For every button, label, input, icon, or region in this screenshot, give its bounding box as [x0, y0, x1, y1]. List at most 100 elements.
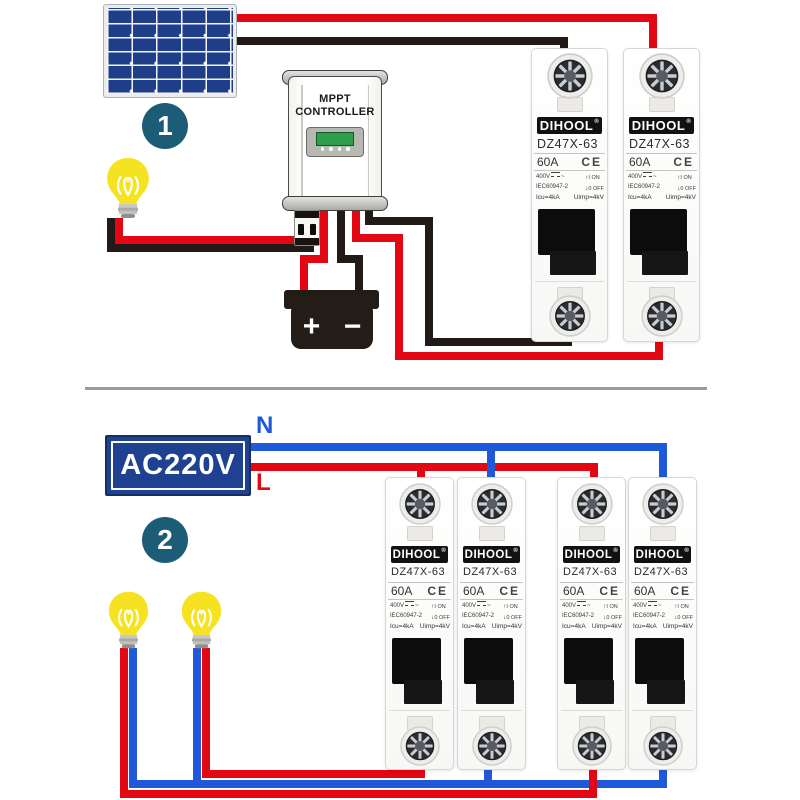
- body-seam: [627, 281, 696, 282]
- lcd-screen: [316, 132, 354, 146]
- light-bulb-icon: [107, 590, 150, 650]
- wire-segment: [659, 443, 667, 477]
- terminal-screw-top-icon: [638, 53, 685, 99]
- body-seam: [632, 710, 693, 711]
- label-divider: [534, 170, 605, 171]
- terminal-screw-top-icon: [398, 483, 441, 525]
- wire-segment: [365, 204, 373, 225]
- dc-symbol-icon: [551, 172, 561, 178]
- terminal-screw-bottom-icon: [399, 726, 440, 766]
- breaker-toggle[interactable]: [392, 638, 444, 704]
- arrow-up-icon: ↑: [674, 603, 678, 610]
- wire-segment: [417, 463, 425, 477]
- body-seam: [535, 281, 604, 282]
- breaker-toggle[interactable]: [564, 638, 616, 704]
- breaker-toggle[interactable]: [464, 638, 516, 704]
- wire-segment: [129, 648, 137, 788]
- terminal-clamp-top: [648, 97, 675, 112]
- solar-panel: [104, 5, 236, 97]
- battery: + −: [291, 307, 373, 349]
- wire-segment: [129, 780, 667, 788]
- wire-segment: [202, 648, 210, 778]
- brand-label: DIHOOL®: [563, 546, 620, 563]
- wire-segment: [590, 463, 598, 477]
- brand-label: DIHOOL®: [391, 546, 448, 563]
- model-label: DZ47X-63: [537, 137, 598, 151]
- brand-label: DIHOOL®: [537, 117, 602, 134]
- wire-segment: [352, 234, 403, 242]
- breaker-toggle[interactable]: [538, 209, 598, 275]
- label-divider: [626, 153, 697, 154]
- live-label: L: [256, 469, 271, 496]
- label-divider: [631, 599, 694, 600]
- wire-segment: [247, 443, 667, 451]
- controller-seam: [367, 85, 369, 197]
- terminal-screw-bottom-icon: [471, 726, 512, 766]
- ce-mark: CE: [581, 155, 602, 169]
- terminal-clamp-top: [556, 97, 583, 112]
- terminal-clamp-top: [578, 526, 605, 541]
- wire-segment: [425, 338, 572, 346]
- wire-segment: [395, 234, 403, 360]
- wire-segment: [560, 37, 568, 50]
- model-label: DZ47X-63: [629, 137, 690, 151]
- terminal-clamp-top: [649, 526, 676, 541]
- model-label: DZ47X-63: [463, 566, 518, 578]
- step-badge-1: 1: [142, 103, 188, 149]
- wire-segment: [484, 762, 492, 782]
- specs-row: 400V~IEC60947-2 ↑I ON↓0 OFF: [562, 601, 622, 622]
- ce-mark: CE: [499, 584, 520, 598]
- ac-source-box: AC220V: [105, 435, 251, 496]
- wire-segment: [365, 217, 433, 225]
- arrow-up-icon: ↑: [431, 603, 435, 610]
- label-divider: [460, 582, 523, 583]
- arrow-up-icon: ↑: [603, 603, 607, 610]
- wire-segment: [300, 255, 328, 263]
- dc-symbol-icon: [648, 601, 658, 607]
- specs-row: 400V~IEC60947-2 ↑I ON↓0 OFF: [462, 601, 522, 622]
- body-seam: [561, 710, 622, 711]
- wire-segment: [120, 790, 597, 798]
- wire-segment: [115, 218, 123, 244]
- breaker-toggle[interactable]: [635, 638, 687, 704]
- ce-mark: CE: [670, 584, 691, 598]
- body-seam: [461, 710, 522, 711]
- model-label: DZ47X-63: [563, 566, 618, 578]
- battery-terminal-bar: [284, 290, 379, 309]
- terminal-clamp-top: [478, 526, 505, 541]
- terminal-screw-top-icon: [546, 53, 593, 99]
- ce-mark: CE: [427, 584, 448, 598]
- brand-label: DIHOOL®: [629, 117, 694, 134]
- controller-buttons[interactable]: [307, 147, 363, 151]
- mini-breaker-toggle[interactable]: [310, 224, 316, 235]
- step-number: 1: [157, 110, 173, 141]
- body-seam: [389, 710, 450, 711]
- model-label: DZ47X-63: [634, 566, 689, 578]
- terminal-screw-bottom-icon: [548, 295, 591, 337]
- brand-label: DIHOOL®: [463, 546, 520, 563]
- breaker-toggle[interactable]: [630, 209, 690, 275]
- controller-bottom-cap: [282, 196, 388, 211]
- mini-breaker-toggle[interactable]: [298, 224, 304, 235]
- wire-segment: [337, 255, 363, 263]
- label-divider: [388, 599, 451, 600]
- wire-segment: [487, 443, 495, 477]
- neutral-label: N: [256, 412, 274, 439]
- label-divider: [560, 582, 623, 583]
- arrow-up-icon: ↑: [503, 603, 507, 610]
- label-divider: [626, 170, 697, 171]
- light-bulb-icon: [106, 156, 150, 220]
- wire-segment: [337, 204, 345, 263]
- wire-segment: [320, 204, 328, 263]
- specs-row: 400V~IEC60947-2 ↑I ON↓0 OFF: [536, 172, 604, 193]
